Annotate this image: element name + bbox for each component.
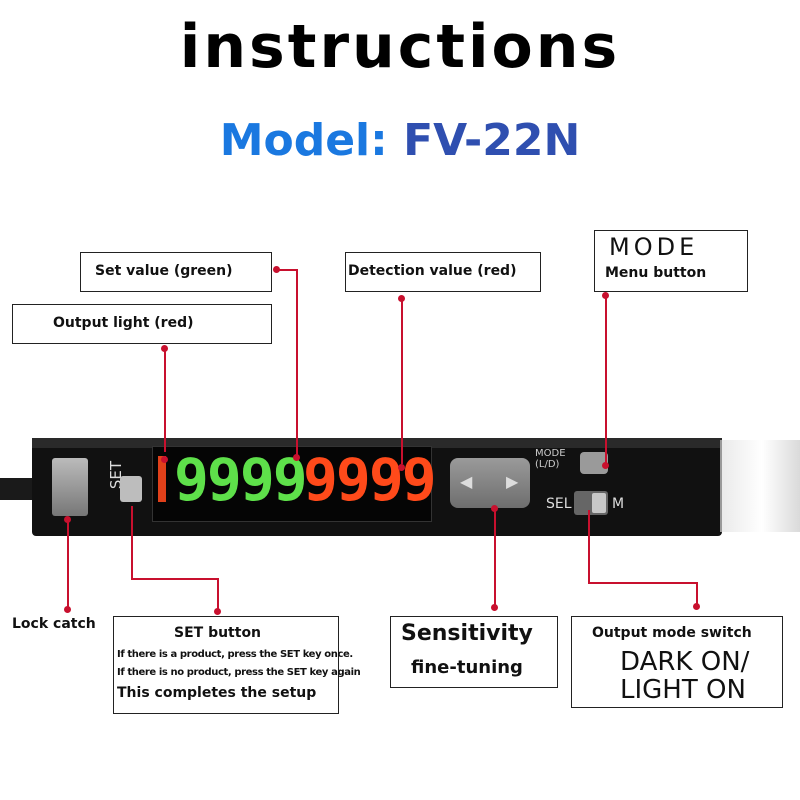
set-button-line1: If there is a product, press the SET key… <box>117 649 353 660</box>
mode-print: MODE (L/D) <box>535 448 566 470</box>
dot-mode-top <box>602 292 609 299</box>
leader-mode <box>605 296 607 464</box>
set-button-title: SET button <box>174 625 262 641</box>
mode-callout: MODE Menu button <box>594 230 748 292</box>
sensor-top-edge <box>32 438 722 448</box>
sensitivity-line2: fine-tuning <box>411 657 523 678</box>
set-key[interactable] <box>120 476 142 502</box>
mode-subtitle: Menu button <box>605 265 707 281</box>
output-mode-line2: LIGHT ON <box>620 675 746 705</box>
leader-set-h <box>131 578 219 580</box>
model-label: Model: <box>219 115 388 166</box>
mode-print-line2: (L/D) <box>535 459 560 470</box>
dot-output-light-bottom <box>161 456 168 463</box>
detection-value-label: Detection value (red) <box>348 263 517 279</box>
red-digits: 9999 <box>303 446 437 514</box>
dot-detection-bottom <box>398 464 405 471</box>
sensor-cable <box>0 478 34 500</box>
output-mode-title: Output mode switch <box>592 625 752 641</box>
sel-print: SEL <box>546 496 572 512</box>
lock-catch-label: Lock catch <box>12 616 96 632</box>
set-value-callout: Set value (green) <box>80 252 272 292</box>
detection-value-callout: Detection value (red) <box>345 252 541 292</box>
mode-print-line1: MODE <box>535 448 566 459</box>
sensitivity-line1: Sensitivity <box>401 621 533 646</box>
page-title: instructions <box>179 12 621 82</box>
model-value: FV-22N <box>403 115 581 166</box>
set-button-callout: SET button If there is a product, press … <box>113 616 361 714</box>
leader-output-mode-v2 <box>696 582 698 606</box>
dot-sensitivity-bottom <box>491 604 498 611</box>
dot-sensitivity-top <box>491 505 498 512</box>
leader-output-light <box>164 348 166 452</box>
right-arrow-icon[interactable]: ▶ <box>506 472 519 491</box>
leader-set-v1 <box>131 506 133 580</box>
output-light-label: Output light (red) <box>53 315 194 331</box>
set-button-line3: This completes the setup <box>117 685 317 701</box>
dot-detection-top <box>398 295 405 302</box>
leader-set-value-v <box>296 269 298 455</box>
leader-output-mode-v1 <box>588 510 590 584</box>
fiber-connector <box>720 440 800 532</box>
leader-detection <box>401 298 403 464</box>
mode-title: MODE <box>609 233 699 261</box>
dot-output-light-top <box>161 345 168 352</box>
output-mode-callout: Output mode switch DARK ON/ LIGHT ON <box>571 616 783 708</box>
dot-set-bottom <box>214 608 221 615</box>
dot-set-value-bottom <box>293 454 300 461</box>
model-heading: Model: FV-22N <box>0 115 800 166</box>
leader-sensitivity <box>494 508 496 608</box>
dot-mode-bottom <box>602 462 609 469</box>
dot-output-mode-bottom <box>693 603 700 610</box>
lock-catch-part[interactable] <box>52 458 88 516</box>
output-led <box>158 456 166 502</box>
dot-set-value-top <box>273 266 280 273</box>
output-light-callout: Output light (red) <box>12 304 272 344</box>
set-value-label: Set value (green) <box>95 263 233 279</box>
mode-key[interactable] <box>580 452 608 474</box>
output-mode-line1: DARK ON/ <box>620 647 750 677</box>
dot-lock-bottom <box>64 606 71 613</box>
set-button-line2: If there is no product, press the SET ke… <box>117 667 361 678</box>
leader-set-v2 <box>217 578 219 612</box>
leader-output-mode-h <box>588 582 698 584</box>
green-digits: 9999 <box>174 446 308 514</box>
sensitivity-pad[interactable] <box>450 458 530 508</box>
output-mode-knob[interactable] <box>592 493 606 513</box>
sensitivity-callout: Sensitivity fine-tuning <box>390 616 558 688</box>
dot-lock-top <box>64 516 71 523</box>
digital-display <box>152 446 432 522</box>
leader-set-value-h <box>276 269 298 271</box>
leader-lock <box>67 520 69 610</box>
left-arrow-icon[interactable]: ◀ <box>460 472 473 491</box>
m-print: M <box>612 496 625 512</box>
